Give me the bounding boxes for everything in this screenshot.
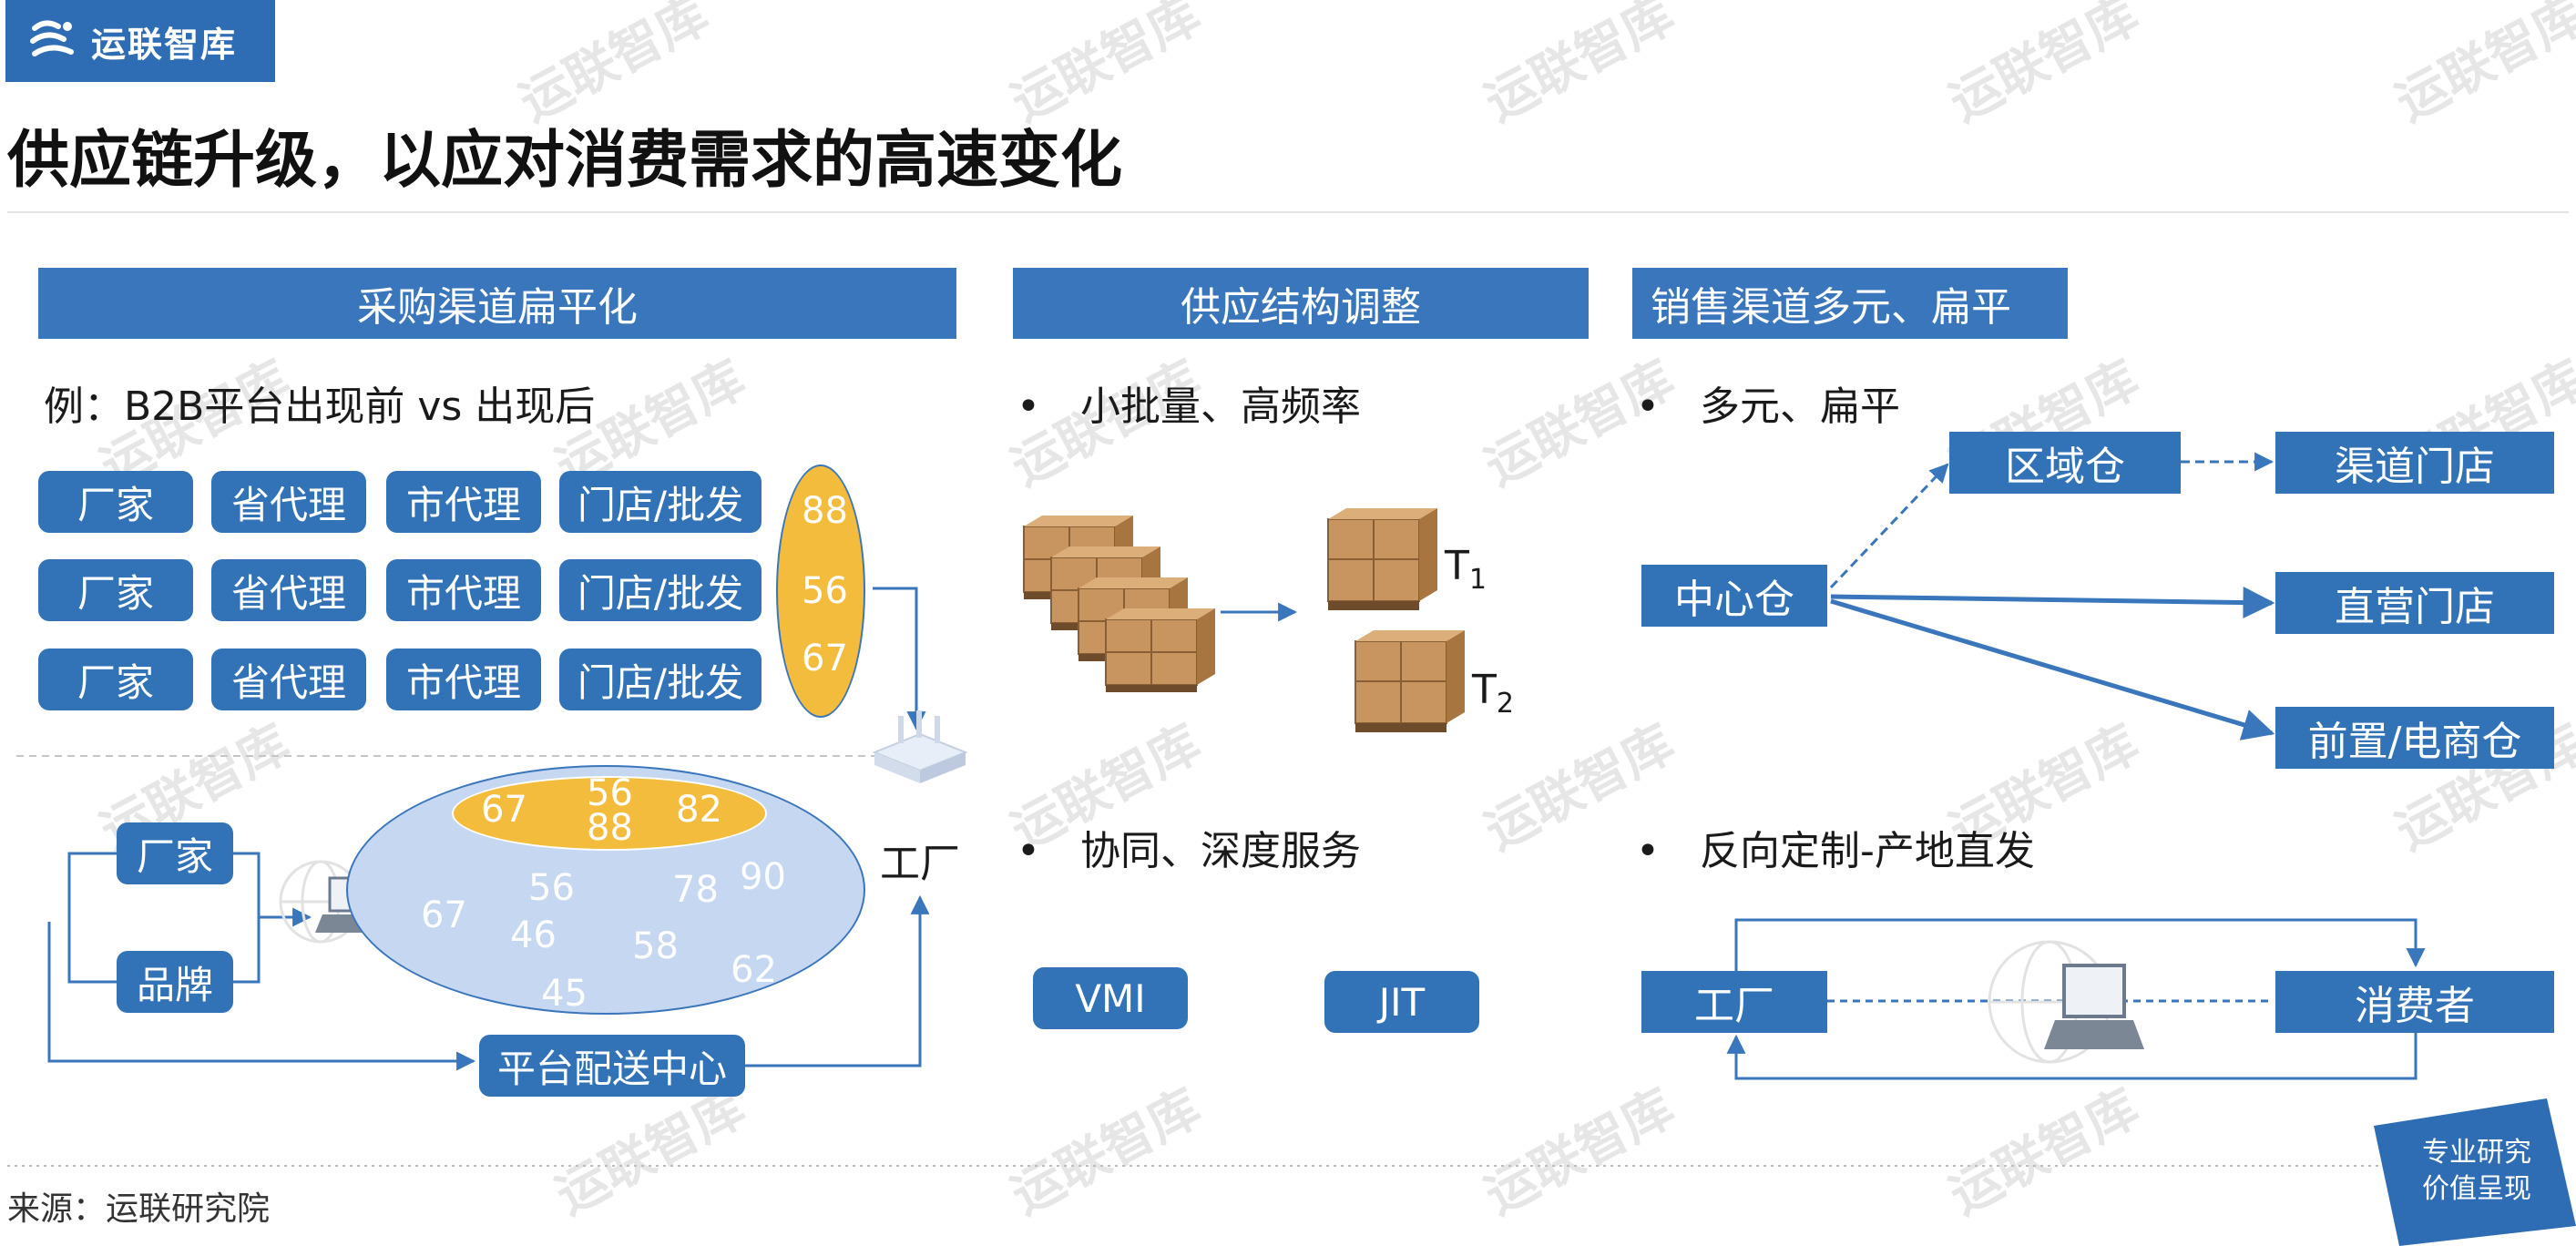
before-to-factory-arrow <box>873 587 926 731</box>
chain-store-wholesale: 门店/批发 <box>559 471 762 533</box>
sales-bullet-diverse: •多元、扁平 <box>1636 383 1900 430</box>
before-order-ellipse <box>776 465 865 718</box>
consumer: 消费者 <box>2275 971 2554 1033</box>
chain-provincial-agent: 省代理 <box>211 471 366 533</box>
supplier-manufacturer: 厂家 <box>117 822 233 884</box>
before-order-number: 88 <box>802 490 848 532</box>
regional-warehouse: 区域仓 <box>1949 432 2181 494</box>
section-header-supply-structure: 供应结构调整 <box>1013 268 1589 339</box>
center-to-regional-arrow <box>1829 463 1949 589</box>
platform-distribution-center: 平台配送中心 <box>479 1035 745 1097</box>
factory-to-consumer-top-arrow <box>1734 918 2426 976</box>
platform-number: 56 <box>528 867 575 909</box>
platform-number: 67 <box>421 894 467 936</box>
factory-label: 工厂 <box>880 841 960 887</box>
center-to-front-arrow <box>1830 598 2275 740</box>
distribution-to-factory-arrow <box>745 894 930 1067</box>
brand-name: 运联智库 <box>91 24 238 65</box>
research-badge-shape <box>2374 1098 2576 1246</box>
online-ordering-icon <box>1988 940 2144 1064</box>
t2-label: T2 <box>1472 667 1514 720</box>
platform-order-number: 67 <box>481 789 527 831</box>
chain-provincial-agent: 省代理 <box>211 649 366 710</box>
sales-bullet-reverse-custom: •反向定制-产地直发 <box>1636 828 2035 874</box>
batch-t2-boxes-icon <box>1354 630 1465 732</box>
front-ecommerce-warehouse: 前置/电商仓 <box>2275 707 2554 769</box>
center-warehouse: 中心仓 <box>1641 565 1827 627</box>
t1-letter: T <box>1445 543 1469 589</box>
supply-bullet-small-batch: •小批量、高频率 <box>1017 383 1361 430</box>
channel-store: 渠道门店 <box>2275 432 2554 494</box>
chain-manufacturer: 厂家 <box>38 471 193 533</box>
factory-icon <box>872 710 968 783</box>
badge-line1: 专业研究 <box>2422 1137 2531 1169</box>
platform-order-number: 82 <box>676 789 722 831</box>
platform-number: 90 <box>740 856 786 898</box>
jit-box: JIT <box>1324 971 1479 1033</box>
platform-number: 62 <box>731 949 777 991</box>
platform-number: 46 <box>510 914 557 956</box>
direct-factory: 工厂 <box>1641 971 1827 1033</box>
t2-letter: T <box>1472 667 1497 713</box>
chain-manufacturer: 厂家 <box>38 559 193 621</box>
chain-store-wholesale: 门店/批发 <box>559 559 762 621</box>
to-distribution-center-arrow <box>47 922 476 1071</box>
sales-bullet-text: 反向定制-产地直发 <box>1700 828 2035 874</box>
brand-logo: 运联智库 <box>5 0 275 82</box>
t1-label: T1 <box>1445 543 1487 596</box>
chain-city-agent: 市代理 <box>386 559 541 621</box>
supplier-bracket-right <box>233 852 261 984</box>
supplier-brand: 品牌 <box>117 951 233 1013</box>
sales-bullet-text: 多元、扁平 <box>1700 383 1900 430</box>
supply-bullet-collaboration: •协同、深度服务 <box>1017 828 1361 874</box>
supplier-bracket <box>67 852 117 984</box>
platform-number: 45 <box>541 973 588 1015</box>
batch-t1-boxes-icon <box>1327 508 1437 610</box>
before-order-number: 56 <box>802 570 848 612</box>
platform-order-number: 56 <box>587 772 633 814</box>
section-header-procurement: 采购渠道扁平化 <box>38 268 956 339</box>
t2-subscript: 2 <box>1496 688 1514 720</box>
chain-store-wholesale: 门店/批发 <box>559 649 762 710</box>
section-header-sales-channel: 销售渠道多元、扁平 <box>1632 268 2068 339</box>
platform-number: 78 <box>672 869 719 911</box>
vmi-box: VMI <box>1033 967 1188 1029</box>
consumer-to-factory-bottom-arrow <box>1726 1033 2418 1080</box>
source-note: 来源：运联研究院 <box>7 1190 271 1228</box>
small-batch-boxes-icon <box>1023 516 1216 693</box>
supply-bullet-text: 小批量、高频率 <box>1080 383 1361 430</box>
wave-logo-icon <box>30 20 74 56</box>
badge-line2: 价值呈现 <box>2422 1173 2531 1205</box>
before-order-number: 67 <box>802 638 848 679</box>
platform-order-number: 88 <box>587 807 633 849</box>
chain-city-agent: 市代理 <box>386 471 541 533</box>
t1-subscript: 1 <box>1468 564 1487 596</box>
platform-order-ellipse <box>452 776 767 851</box>
platform-number: 58 <box>632 925 679 967</box>
chain-provincial-agent: 省代理 <box>211 559 366 621</box>
center-to-direct-arrow <box>1830 587 2275 619</box>
direct-store: 直营门店 <box>2275 572 2554 634</box>
chain-manufacturer: 厂家 <box>38 649 193 710</box>
title-divider <box>7 211 2569 213</box>
chain-city-agent: 市代理 <box>386 649 541 710</box>
page-title: 供应链升级，以应对消费需求的高速变化 <box>7 125 1123 197</box>
supply-bullet-text: 协同、深度服务 <box>1080 828 1361 874</box>
procurement-example: 例：B2B平台出现前 vs 出现后 <box>44 383 596 430</box>
research-badge: 专业研究 价值呈现 <box>2390 1135 2563 1208</box>
